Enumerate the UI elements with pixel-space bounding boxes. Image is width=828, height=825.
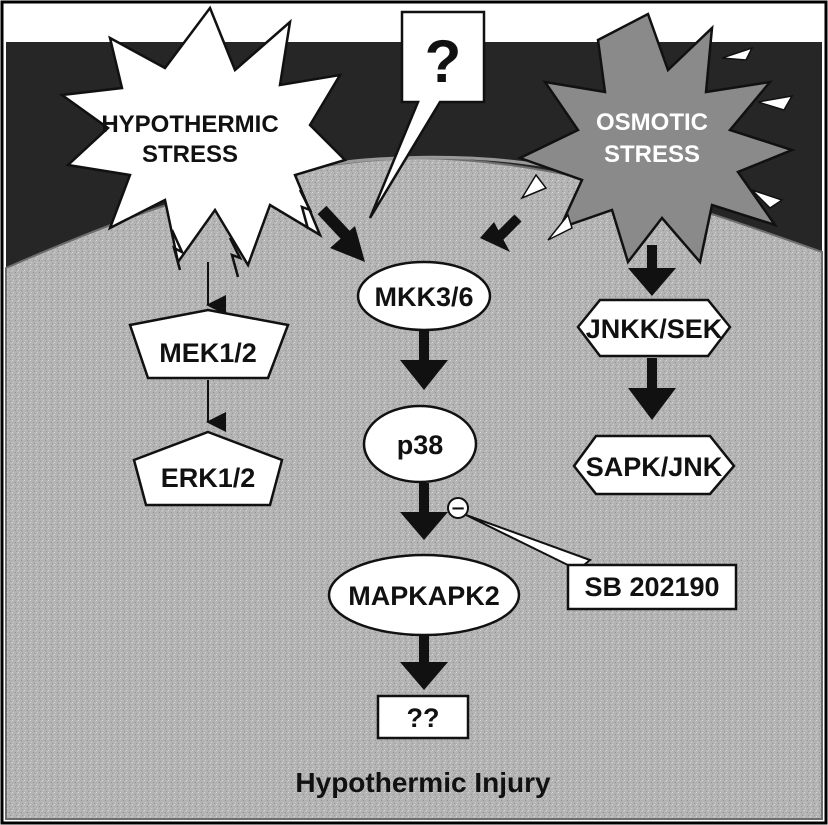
inhibition-minus: −: [450, 498, 465, 519]
mek-node: MEK1/2: [130, 310, 288, 378]
inhibitor-label: SB 202190: [584, 572, 719, 602]
mapkapk2-label: MAPKAPK2: [348, 581, 500, 611]
hypothermic-stress-label-line2: STRESS: [142, 141, 238, 168]
unknown-callout-mark: ?: [425, 28, 462, 95]
p38-label: p38: [397, 430, 444, 460]
jnkk-node: JNKK/SEK: [578, 300, 730, 356]
mek-label: MEK1/2: [159, 338, 257, 368]
inhibitor-box: SB 202190: [568, 565, 736, 609]
mkk-label: MKK3/6: [374, 282, 473, 312]
downstream-node: ??: [378, 696, 468, 738]
erk-label: ERK1/2: [161, 463, 256, 493]
mkk-node: MKK3/6: [358, 262, 490, 330]
hypothermic-stress-label-line1: HYPOTHERMIC: [101, 111, 278, 138]
sapk-label: SAPK/JNK: [586, 452, 723, 482]
inhibition-symbol: −: [448, 498, 468, 519]
osmotic-stress-label-line2: STRESS: [604, 141, 700, 168]
mapkapk2-node: MAPKAPK2: [329, 555, 519, 635]
downstream-label: ??: [407, 703, 440, 733]
outcome-label: Hypothermic Injury: [295, 767, 551, 798]
p38-node: p38: [364, 406, 476, 482]
sapk-node: SAPK/JNK: [574, 436, 734, 494]
osmotic-stress-label-line1: OSMOTIC: [596, 109, 708, 136]
jnkk-label: JNKK/SEK: [586, 314, 723, 344]
